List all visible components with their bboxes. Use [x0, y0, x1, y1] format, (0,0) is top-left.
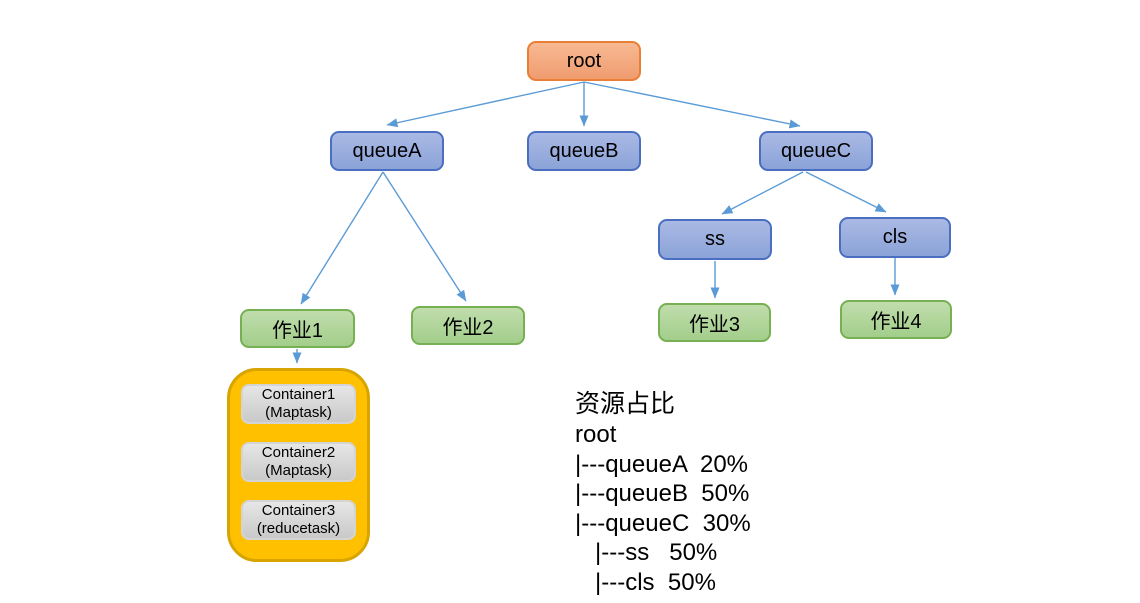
node-queueC: queueC — [759, 131, 873, 171]
node-job4: 作业4 — [840, 300, 952, 339]
container2-name: Container2 — [261, 444, 336, 461]
node-job2: 作业2 — [411, 306, 525, 345]
container3-box: Container3 (reducetask) — [241, 500, 356, 540]
node-cls: cls — [839, 217, 951, 258]
container1-name: Container1 — [261, 386, 336, 403]
edge-queueC-ss — [721, 171, 804, 215]
node-ss: ss — [658, 219, 772, 260]
node-queueA: queueA — [330, 131, 444, 171]
resource-line-queueB: |---queueB 50% — [575, 480, 750, 507]
container1-box: Container1 (Maptask) — [241, 384, 356, 424]
container2-task: (Maptask) — [265, 462, 332, 479]
node-job3: 作业3 — [658, 303, 771, 342]
resource-usage-block: 资源占比 root |---queueA 20% |---queueB 50% … — [575, 389, 751, 597]
edge-queueA-job1 — [300, 171, 384, 305]
node-root: root — [527, 41, 641, 81]
container1-task: (Maptask) — [265, 404, 332, 421]
node-job1: 作业1 — [240, 309, 355, 348]
edge-queueA-job2 — [382, 171, 467, 302]
container2-box: Container2 (Maptask) — [241, 442, 356, 482]
resource-line-cls: |---cls 50% — [575, 568, 716, 596]
resource-line-root: root — [575, 421, 617, 448]
node-queueB: queueB — [527, 131, 641, 171]
container-group: Container1 (Maptask) Container2 (Maptask… — [227, 368, 370, 562]
container3-name: Container3 — [261, 502, 336, 519]
edge-root-queueC — [583, 81, 801, 129]
edge-root-queueA — [386, 81, 585, 128]
container3-task: (reducetask) — [256, 520, 341, 537]
resource-line-queueC: |---queueC 30% — [575, 509, 751, 537]
resource-usage-title: 资源占比 — [575, 390, 676, 418]
resource-line-queueA: |---queueA 20% — [575, 450, 749, 478]
edge-queueC-cls — [805, 171, 887, 213]
resource-line-ss: |---ss 50% — [575, 539, 718, 566]
